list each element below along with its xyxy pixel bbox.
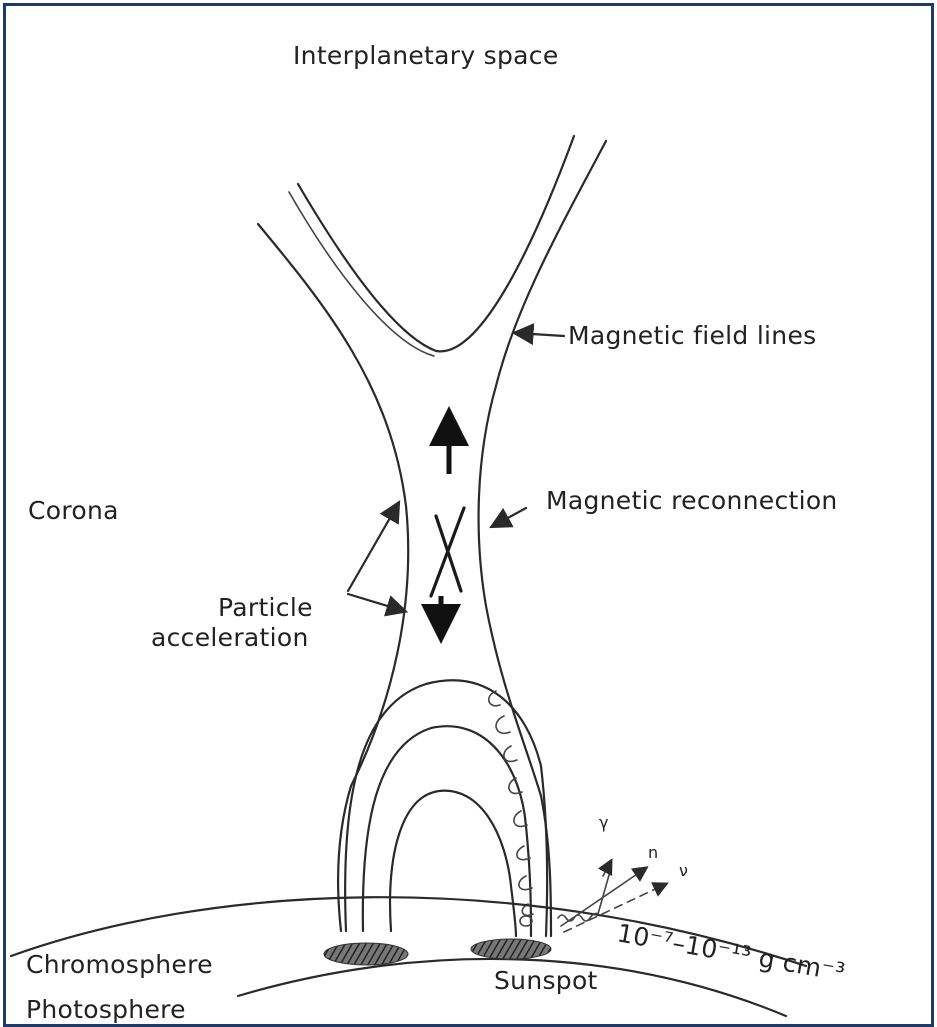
label-acceleration: acceleration — [151, 623, 309, 652]
label-chromosphere: Chromosphere — [26, 950, 213, 979]
field-line-outer-left — [258, 224, 408, 931]
sunspot-right — [471, 939, 551, 959]
label-magnetic-reconnection: Magnetic reconnection — [546, 486, 838, 515]
loop-middle — [363, 726, 531, 936]
label-photosphere: Photosphere — [26, 995, 186, 1024]
label-corona: Corona — [28, 496, 119, 525]
label-particle: Particle — [218, 593, 313, 622]
title-interplanetary-space: Interplanetary space — [293, 41, 559, 70]
particle-pointer-lower — [348, 594, 404, 611]
label-sunspot: Sunspot — [494, 966, 598, 995]
reconnection-pointer — [493, 508, 526, 526]
label-neutron: n — [648, 843, 658, 862]
particle-pointer-upper — [348, 504, 398, 591]
sunspot-left — [324, 943, 408, 965]
neutron-arrow — [561, 868, 646, 926]
diagram-frame: Interplanetary space Magnetic field line… — [3, 3, 934, 1027]
field-lines-pointer — [516, 333, 564, 336]
label-gamma: γ — [599, 813, 609, 832]
field-line-outer-right — [479, 141, 606, 936]
field-line-inner-v — [298, 136, 574, 351]
field-line-inner-v-echo — [289, 192, 434, 356]
label-magnetic-field-lines: Magnetic field lines — [568, 321, 816, 350]
label-nu: ν — [679, 861, 688, 880]
loop-inner — [390, 791, 516, 936]
label-density: 10⁻⁷–10⁻¹³ g cm⁻³ — [615, 918, 847, 987]
solar-flare-diagram: Interplanetary space Magnetic field line… — [6, 6, 931, 1024]
